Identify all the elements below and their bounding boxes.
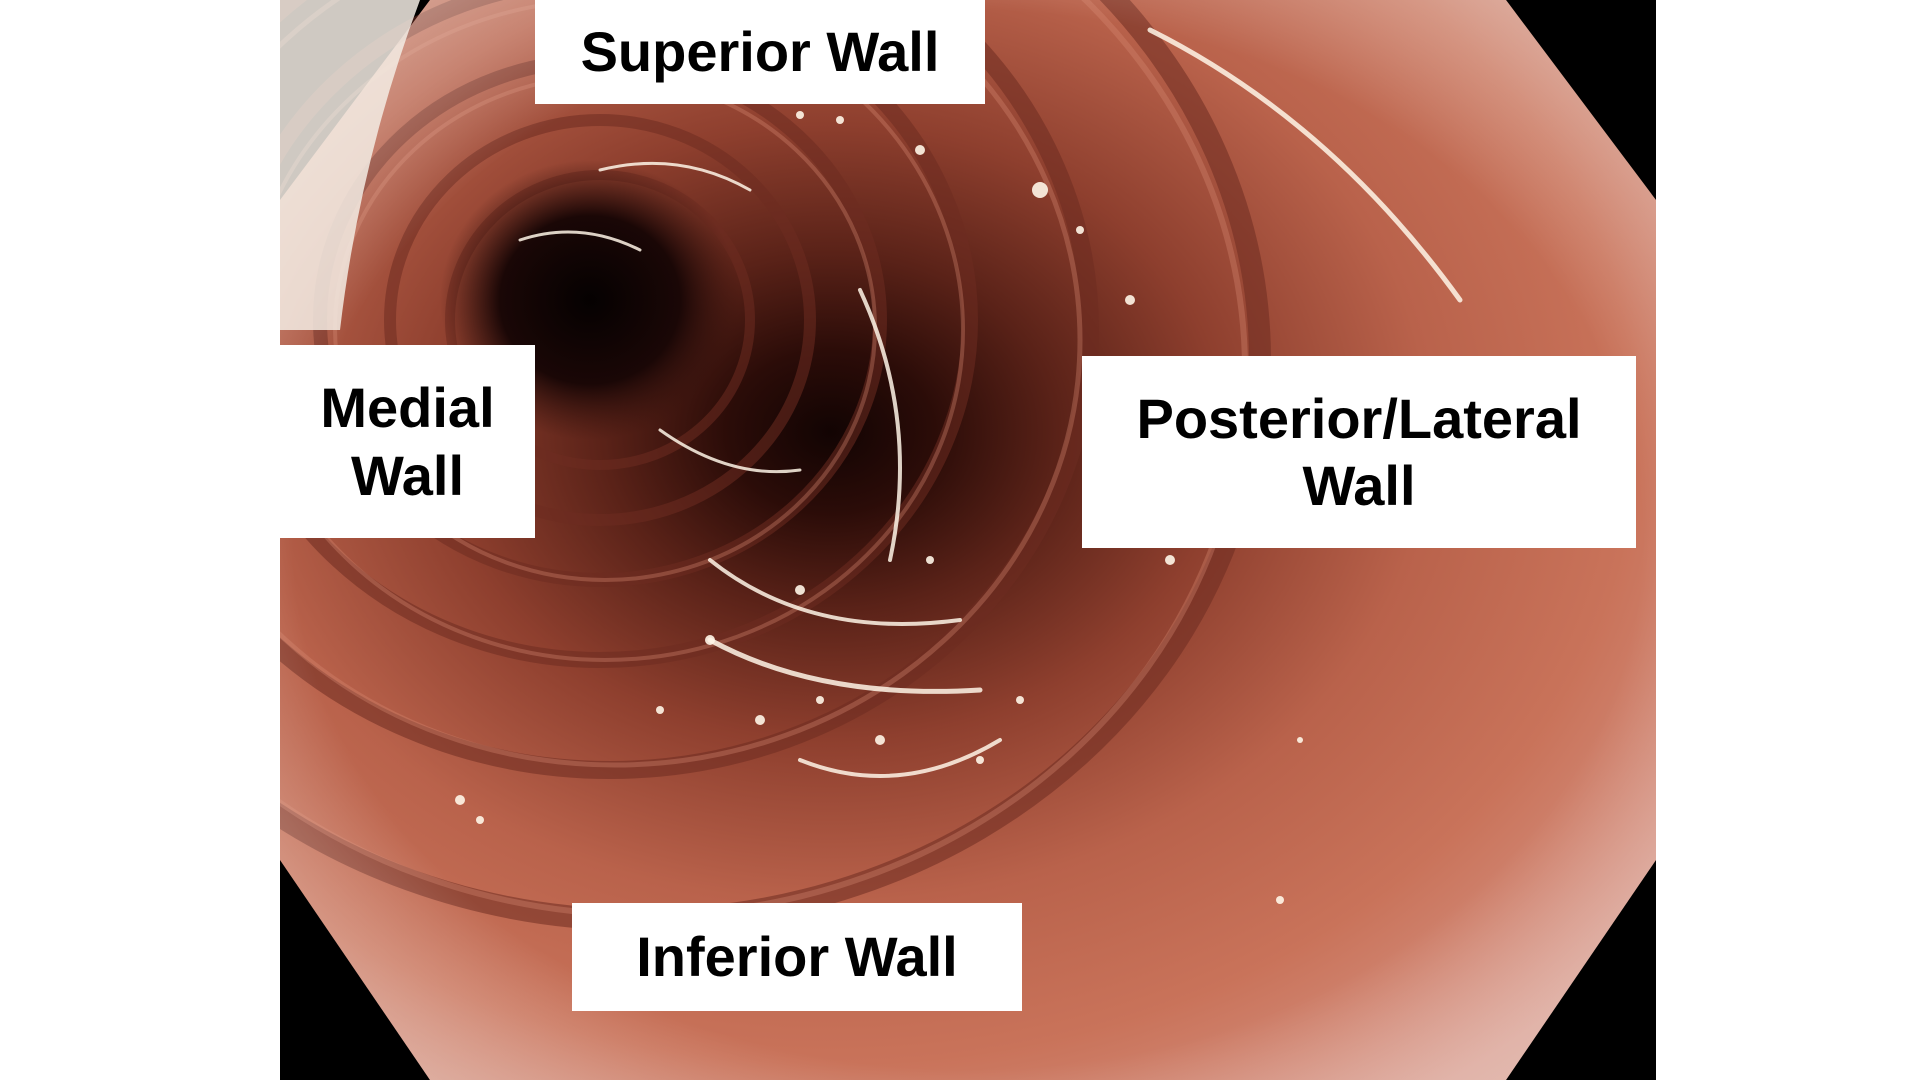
label-posterior-lateral-wall-line1: Posterior/Lateral [1136, 386, 1582, 450]
label-posterior-lateral-wall: Posterior/Lateral Wall [1082, 356, 1636, 548]
label-superior-wall: Superior Wall [535, 0, 985, 104]
label-superior-wall-text: Superior Wall [580, 20, 940, 84]
label-medial-wall-line2: Wall [350, 443, 465, 507]
label-medial-wall-line1: Medial [320, 376, 495, 440]
label-posterior-lateral-wall-line2: Wall [1302, 454, 1416, 517]
label-inferior-wall-text: Inferior Wall [636, 925, 958, 989]
label-medial-wall: Medial Wall [280, 345, 535, 538]
label-inferior-wall: Inferior Wall [572, 903, 1022, 1011]
